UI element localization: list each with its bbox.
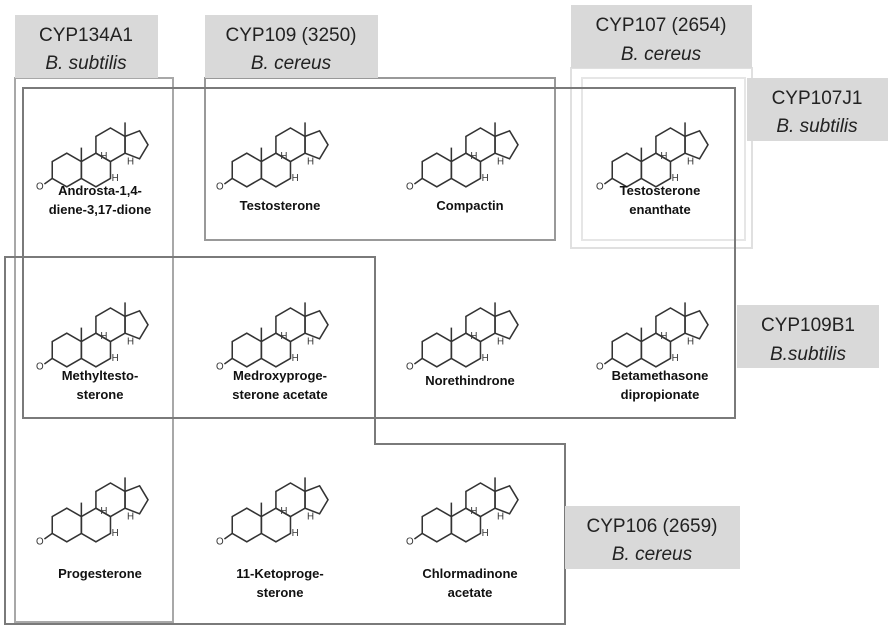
- enzyme-organism: B. cereus: [621, 44, 702, 65]
- enzyme-organism: B. cereus: [251, 53, 332, 74]
- enzyme-label-cyp109-3250: CYP109 (3250) B. cereus: [205, 15, 378, 78]
- compound-name: Chlormadinone: [422, 566, 517, 581]
- enzyme-name: CYP106 (2659): [587, 516, 718, 537]
- compound-name: Androsta-1,4-: [58, 183, 142, 198]
- compound-name: Norethindrone: [425, 373, 515, 388]
- compound-1: Androsta-1,4- diene-3,17-dione: [35, 121, 152, 217]
- cyp109-3250-box: [204, 77, 556, 241]
- compound-name: Testosterone: [620, 183, 701, 198]
- enzyme-label-cyp107-2654: CYP107 (2654) B. cereus: [571, 5, 752, 68]
- steroid-structure-icon: [595, 301, 709, 374]
- compound-10: 11-Ketoproge-sterone: [215, 476, 329, 600]
- compound-name: Compactin: [436, 198, 503, 213]
- compound-9: Progesterone: [35, 476, 149, 581]
- compound-5: Methyltesto-sterone: [35, 301, 149, 402]
- compound-name: Methyltesto-: [62, 368, 139, 383]
- steroid-structure-icon: [215, 476, 329, 549]
- steroid-structure-icon: [35, 301, 149, 374]
- steroid-structure-icon: [405, 476, 519, 549]
- compound-8: Betamethasone dipropionate: [595, 301, 709, 402]
- compound-2: Testosterone: [215, 121, 329, 213]
- compound-name: enanthate: [629, 202, 690, 217]
- compound-7: Norethindrone: [405, 301, 519, 388]
- cyp107-inner-box: [581, 77, 746, 241]
- compound-name: dipropionate: [621, 387, 700, 402]
- compound-name: diene-3,17-dione: [49, 202, 152, 217]
- enzyme-name: CYP134A1: [39, 25, 133, 46]
- compound-11: Chlormadinone acetate: [405, 476, 519, 600]
- compound-name: sterone acetate: [232, 387, 327, 402]
- compound-name: Progesterone: [58, 566, 142, 581]
- enzyme-label-cyp134a1: CYP134A1 B. subtilis: [15, 15, 158, 78]
- compound-name: Betamethasone: [612, 368, 709, 383]
- enzyme-label-cyp109b1: CYP109B1 B.subtilis: [737, 305, 879, 368]
- enzyme-name: CYP109B1: [761, 315, 855, 336]
- compound-name: sterone: [257, 585, 304, 600]
- compound-4: Testosterone enanthate: [595, 121, 709, 217]
- cyp107j1-cyp109b1-box: [22, 87, 736, 419]
- compound-name: sterone: [77, 387, 124, 402]
- compound-name: 11-Ketoproge-: [236, 566, 323, 581]
- compound-6: Medroxyproge-sterone acetate: [215, 301, 329, 402]
- compound-name: Medroxyproge-: [233, 368, 327, 383]
- compound-name: Testosterone: [240, 198, 321, 213]
- steroid-structure-icon: [215, 121, 329, 194]
- enzyme-organism: B. cereus: [612, 544, 693, 565]
- enzyme-organism: B.subtilis: [770, 344, 847, 365]
- steroid-structure-icon: [405, 301, 519, 374]
- enzyme-name: CYP107 (2654): [596, 15, 727, 36]
- enzyme-name: CYP107J1: [772, 88, 863, 109]
- enzyme-organism: B. subtilis: [776, 116, 858, 137]
- steroid-structure-icon: [35, 476, 149, 549]
- enzyme-name: CYP109 (3250): [226, 25, 357, 46]
- compound-3: Compactin: [405, 121, 519, 213]
- cyp106-box: [4, 256, 566, 625]
- enzyme-label-cyp107j1: CYP107J1 B. subtilis: [747, 78, 888, 141]
- compound-name: acetate: [448, 585, 493, 600]
- steroid-structure-icon: [215, 301, 329, 374]
- enzyme-label-cyp106-2659: CYP106 (2659) B. cereus: [565, 506, 740, 569]
- steroid-structure-icon: [405, 121, 519, 194]
- enzyme-organism: B. subtilis: [45, 53, 127, 74]
